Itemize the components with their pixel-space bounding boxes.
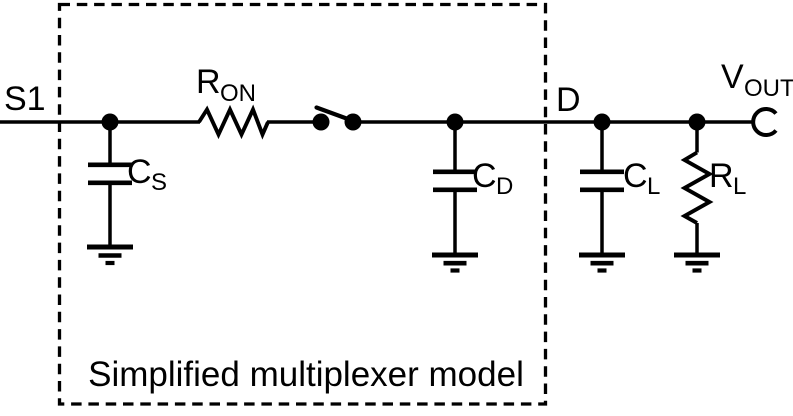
ground-symbol-cl xyxy=(579,252,625,273)
switch-pole-dot xyxy=(312,113,330,131)
labels: S1 R ON D V OUT C S C D C L R L Sim xyxy=(4,58,793,394)
label-vout: V OUT xyxy=(721,58,793,102)
node-dot-cd xyxy=(446,113,464,131)
label-d: D xyxy=(556,81,581,119)
mux-boundary-box xyxy=(57,2,548,406)
node-dot-rl xyxy=(688,113,706,131)
ground-symbol-cs xyxy=(87,244,133,266)
resistor-ron-zigzag xyxy=(197,104,270,140)
ground-symbol-cd xyxy=(432,252,478,273)
resistor-rl-zigzag xyxy=(680,150,714,225)
label-cl: C L xyxy=(623,157,660,200)
label-cs: C S xyxy=(127,153,167,196)
junction-dots xyxy=(101,113,706,131)
label-rl: R L xyxy=(709,157,746,200)
label-ron: R ON xyxy=(196,63,256,107)
node-dot-cl xyxy=(593,113,611,131)
label-cd: C D xyxy=(472,157,513,200)
box-caption: Simplified multiplexer model xyxy=(88,355,524,394)
wiring xyxy=(0,2,778,406)
label-s1: S1 xyxy=(4,80,46,118)
switch-throw-dot xyxy=(344,113,362,131)
ground-symbol-rl xyxy=(674,252,720,273)
output-terminal-arc xyxy=(751,107,778,137)
node-dot-cs xyxy=(101,113,119,131)
